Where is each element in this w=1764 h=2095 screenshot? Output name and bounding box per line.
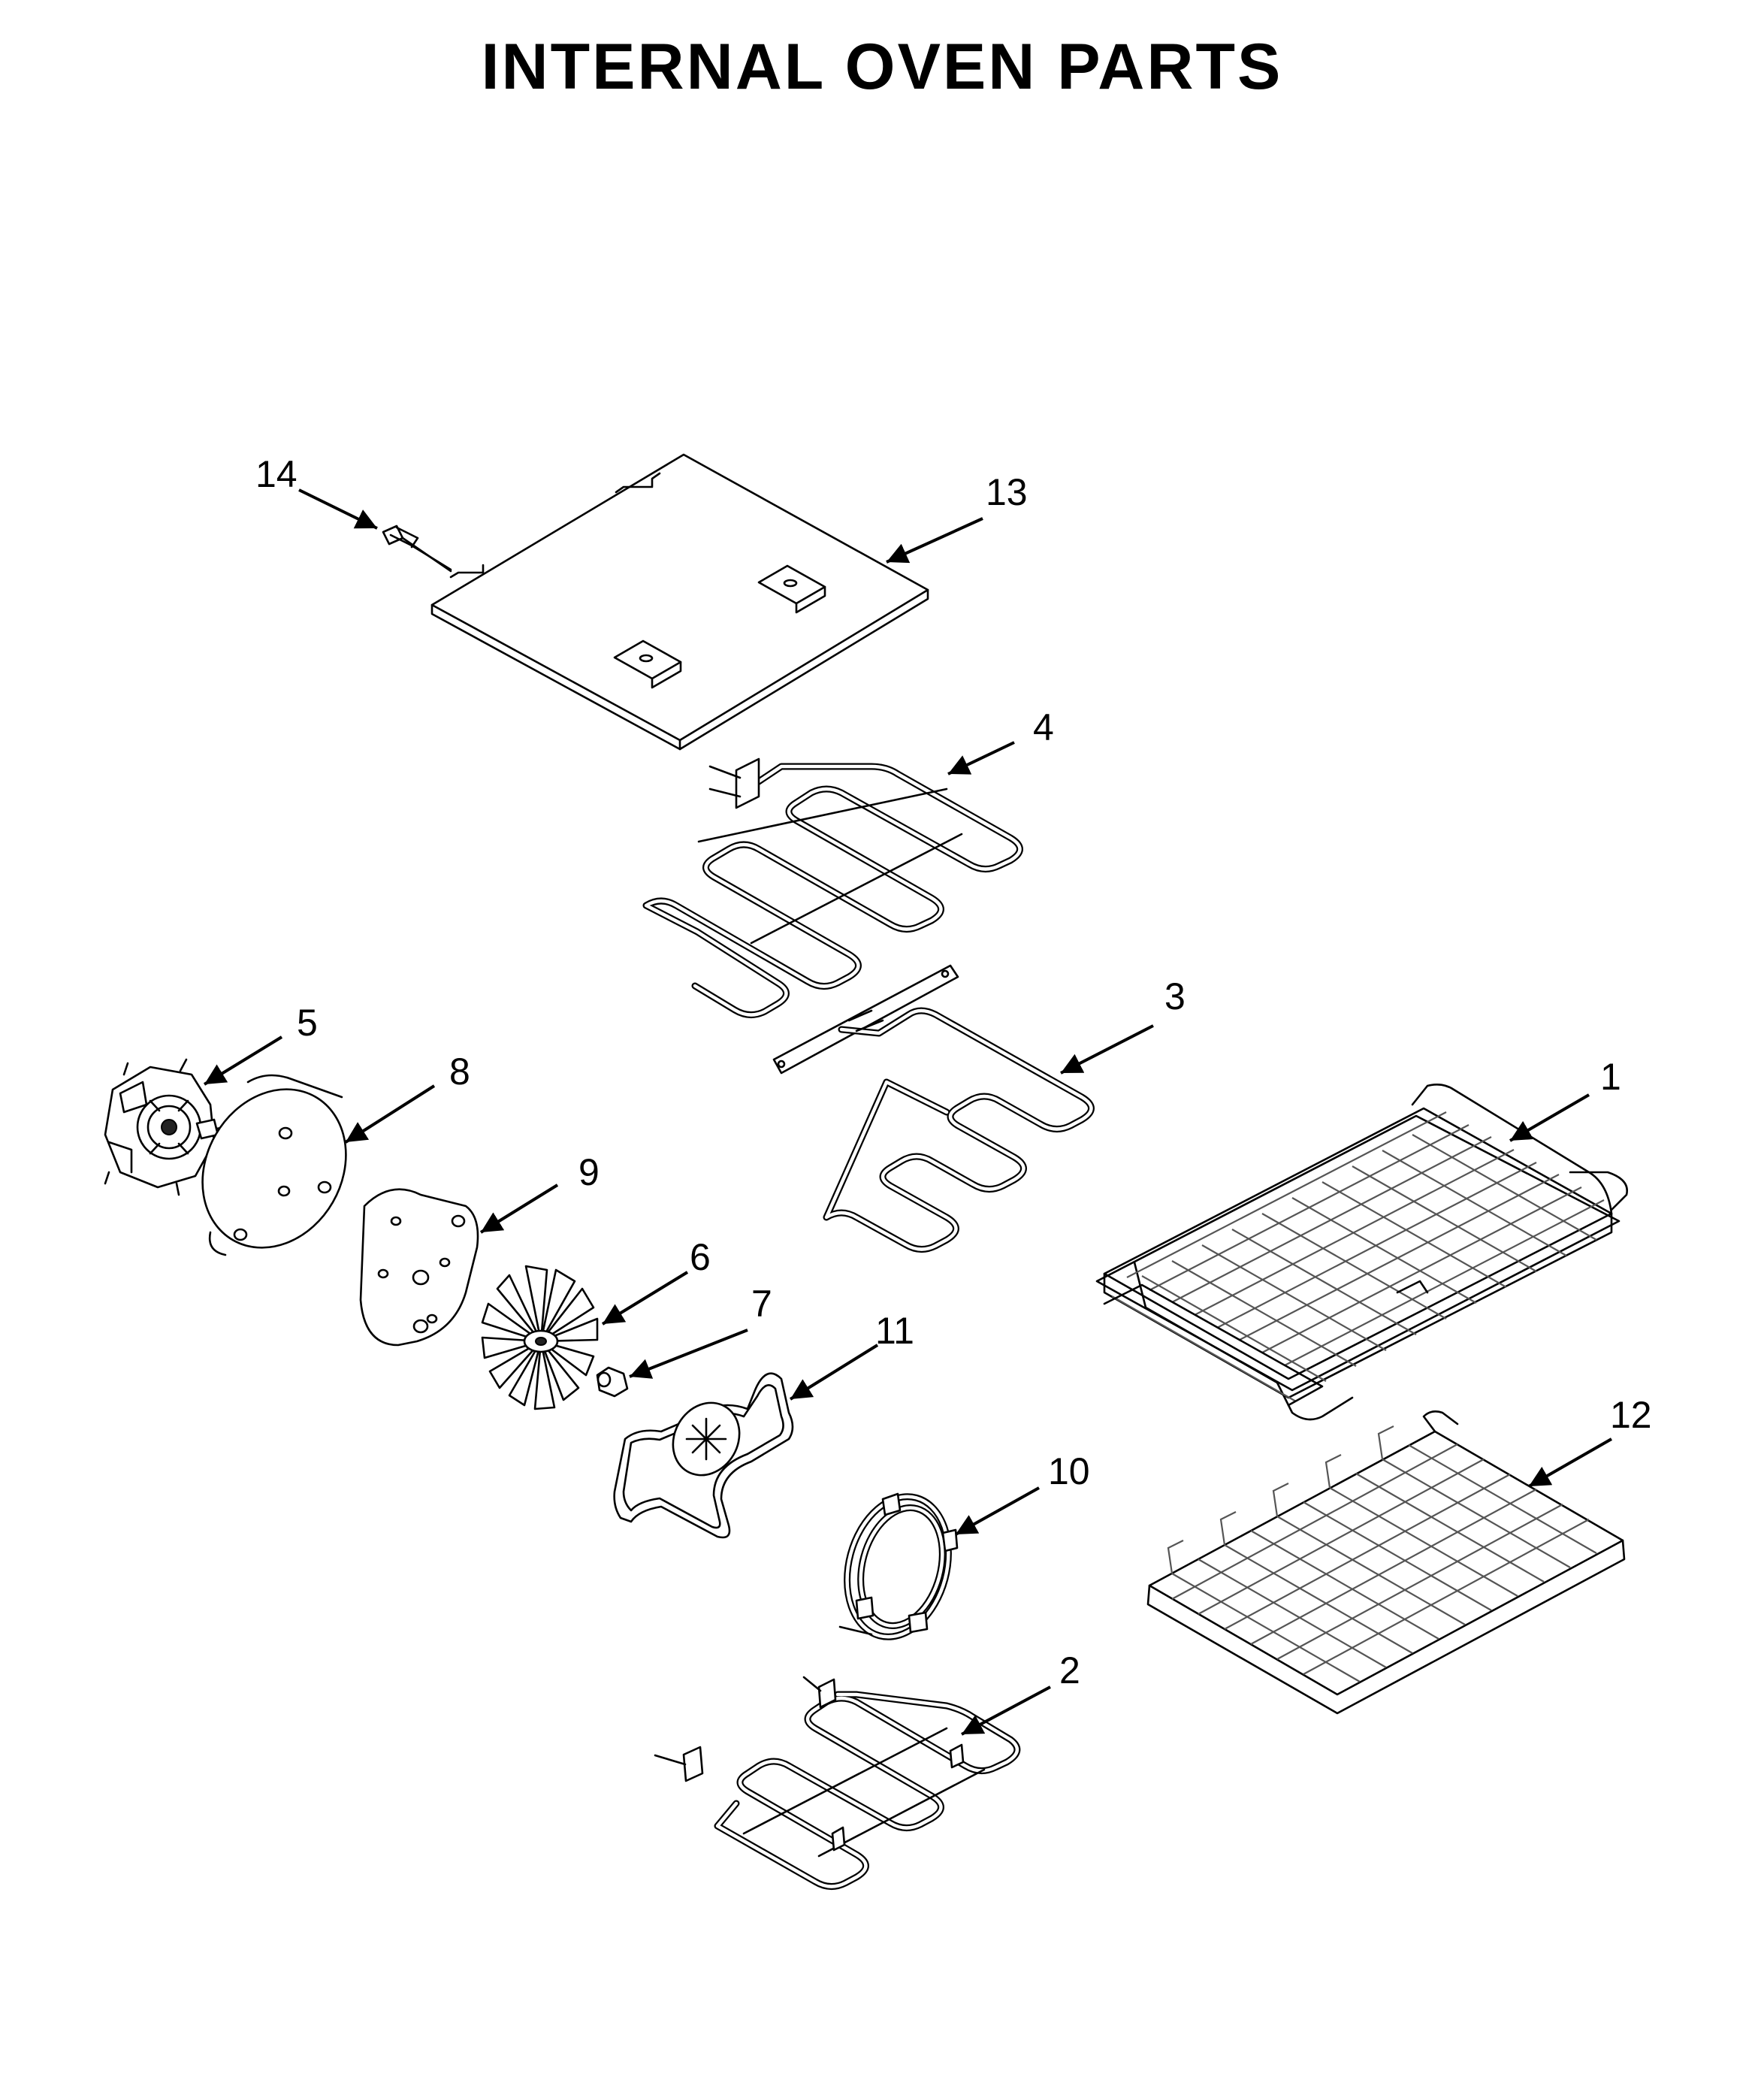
callout-2: 2 (1059, 1649, 1080, 1691)
part-12-flat-rack[interactable] (1146, 1410, 1626, 1715)
part-6-fan-blade[interactable] (481, 1265, 599, 1410)
callout-labels: 14 13 4 3 5 8 9 6 7 11 1 12 10 2 (255, 453, 1652, 1691)
callout-9: 9 (578, 1151, 600, 1193)
callout-14: 14 (255, 453, 298, 495)
callout-5: 5 (297, 1002, 318, 1044)
callout-11: 11 (875, 1310, 914, 1352)
panel-bracket-1 (757, 564, 826, 614)
part-2-lower-element[interactable] (654, 1676, 1021, 1890)
callout-4: 4 (1033, 706, 1054, 748)
page-title: INTERNAL OVEN PARTS (481, 31, 1283, 103)
callout-3: 3 (1164, 975, 1186, 1017)
callout-6: 6 (690, 1236, 711, 1278)
part-13-cover-panel[interactable] (430, 453, 929, 751)
callout-1: 1 (1600, 1056, 1621, 1098)
part-11-fan-bracket[interactable] (613, 1372, 794, 1539)
callout-10: 10 (1048, 1450, 1090, 1492)
callout-12: 12 (1610, 1394, 1652, 1436)
part-4-broil-element[interactable] (642, 757, 1023, 1018)
part-14-screw[interactable] (382, 525, 452, 573)
part-1-oven-rack[interactable] (1095, 1084, 1628, 1421)
callout-13: 13 (986, 471, 1028, 513)
bracket-center-star-icon (685, 1417, 727, 1461)
panel-bracket-2 (613, 639, 682, 689)
part-3-bake-element[interactable] (772, 964, 1095, 1253)
part-7-nut[interactable] (596, 1366, 629, 1398)
part-5-fan-motor[interactable] (104, 1058, 227, 1196)
callout-7: 7 (751, 1283, 772, 1325)
part-8-disc-plate[interactable] (174, 1063, 374, 1274)
part-9-baffle-plate[interactable] (359, 1188, 479, 1347)
callout-8: 8 (449, 1051, 470, 1093)
part-10-convection-element[interactable] (832, 1485, 964, 1648)
leader-arrows (203, 488, 1612, 1736)
